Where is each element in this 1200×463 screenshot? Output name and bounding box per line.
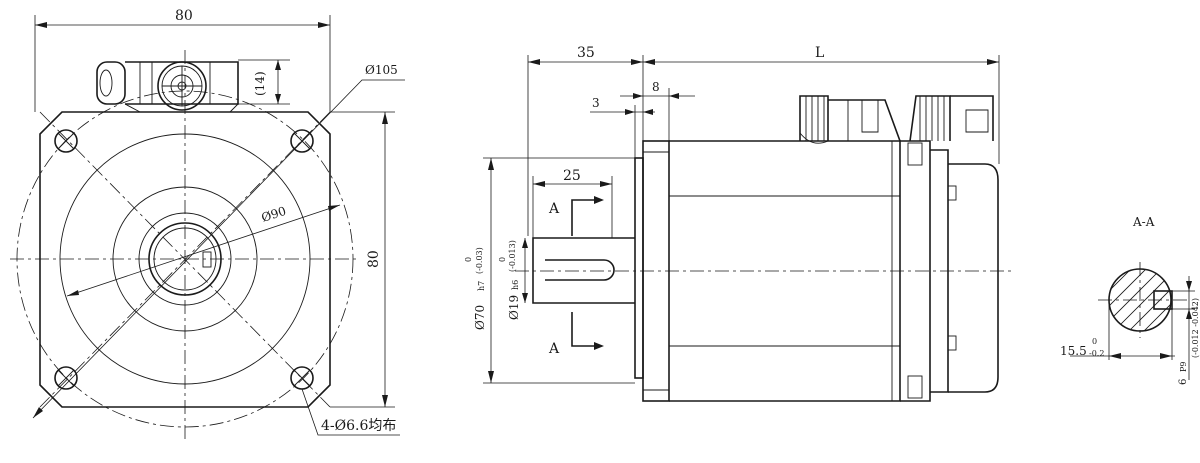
svg-text:A: A [548, 341, 560, 357]
svg-text:A: A [548, 201, 560, 217]
holes-note: 4-Ø6.6均布 [321, 418, 396, 434]
front-connector [96, 61, 239, 113]
flat-dim: 15.5 [1060, 344, 1087, 358]
spigot-circle-dim: Ø90 [260, 204, 288, 225]
shaft-fit: h6 [511, 280, 520, 290]
key-tol: (-0.012 -0.042) [1191, 298, 1200, 358]
shaft-key-mark [202, 251, 212, 268]
section-markers: A A [548, 196, 604, 357]
spigot-fit: h7 [477, 281, 486, 291]
front-width-dim: 80 [175, 8, 193, 24]
shaft-outline [532, 237, 635, 304]
spigot-tol-upper: 0 [464, 257, 473, 262]
flat-tol-lower: -0.2 [1089, 349, 1104, 358]
shaft-keyway [545, 259, 615, 281]
key-fit: P9 [1179, 362, 1188, 372]
section-title: A-A [1132, 215, 1155, 229]
key-length-dim: 25 [563, 168, 581, 184]
front-view: 80 (14) 80 Ø105 Ø90 4-Ø6.6均布 [10, 8, 405, 440]
shaft-diameter: Ø19 [507, 295, 521, 320]
flange-thickness-dim: 8 [652, 80, 660, 94]
bolt-circle-dim: Ø105 [365, 63, 398, 77]
side-view: A A 35 L 8 3 25 [464, 45, 1012, 402]
length-dim: L [815, 45, 824, 61]
flange-offset-dim: 35 [577, 45, 595, 61]
diag-line-2 [39, 111, 331, 408]
spigot-diameter: Ø70 [473, 305, 487, 330]
spigot-outline [634, 157, 644, 379]
key-width-dim: 6 [1178, 379, 1189, 385]
front-height-dim: 80 [366, 250, 382, 268]
front-connector-dim: (14) [253, 71, 267, 96]
shaft-tol-lower: (-0.013) [508, 240, 517, 272]
spigot-tol-lower: (-0.03) [475, 247, 484, 274]
flat-tol-upper: 0 [1092, 337, 1097, 346]
spigot-depth-dim: 3 [592, 96, 600, 110]
section-view: A-A 15.5 0 -0.2 6 P9 (-0.012 -0.042) [1060, 215, 1200, 385]
side-connectors [799, 95, 994, 144]
shaft-tol-upper: 0 [498, 257, 507, 262]
mounting-holes [54, 129, 314, 390]
